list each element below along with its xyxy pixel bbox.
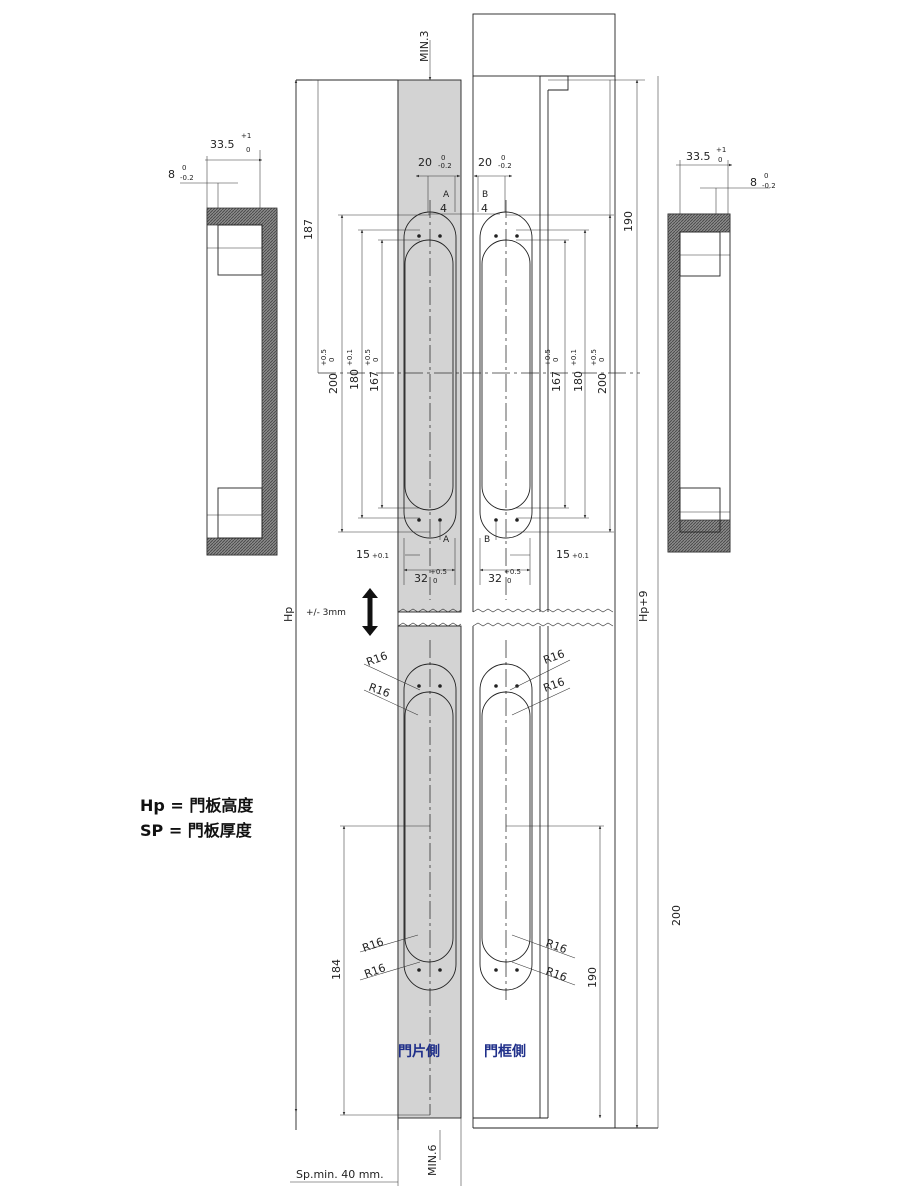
- dim-190-lower: 190: [586, 967, 599, 988]
- dim-167-right-tol-bot: 0: [552, 358, 560, 362]
- dim-200-right-tol-bot: 0: [598, 358, 606, 362]
- dim-33-5-left-tol-bot: 0: [246, 146, 250, 154]
- dim-32-left-tol-bot: 0: [433, 577, 437, 585]
- r16-lower-left-2: R16: [363, 961, 388, 981]
- dim-200-left-tol-bot: 0: [328, 358, 336, 362]
- section-b-label-top: B: [482, 190, 488, 200]
- dim-32-right-tol-top: +0.5: [504, 568, 521, 576]
- dim-32-left: 32: [414, 572, 428, 585]
- dim-8-right-tol-top: 0: [764, 172, 768, 180]
- section-view-left: [180, 150, 278, 556]
- dim-167-left-tol-bot: 0: [372, 358, 380, 362]
- center-lines: [318, 200, 640, 1115]
- dim-15-right-tol: +0.1: [572, 552, 589, 560]
- dim-8-left-tol-top: 0: [182, 164, 186, 172]
- door-slot-upper: [403, 211, 457, 539]
- section-b-label-bottom: B: [484, 535, 490, 545]
- dim-20-right: 20: [478, 156, 492, 169]
- section-a-label-top: A: [443, 190, 450, 200]
- hp9-label: Hp+9: [637, 591, 650, 622]
- dim-8-left-tol-bot: -0.2: [180, 174, 194, 182]
- dim-33-5-right-tol-top: +1: [716, 146, 726, 154]
- r16-lower-left-1: R16: [361, 935, 386, 955]
- dim-180-left: 180: [348, 369, 361, 390]
- frame-slot-upper: [479, 211, 533, 539]
- dim-8-left: 8: [168, 168, 175, 181]
- section-view-right: [667, 160, 770, 553]
- min6-label: MIN.6: [426, 1145, 439, 1176]
- adjust-label: +/- 3mm: [306, 608, 346, 618]
- dim-180-left-tol: +0.1: [346, 349, 354, 366]
- adjust-arrow-icon: [362, 588, 378, 636]
- dim-8-right-tol-bot: -0.2: [762, 182, 776, 190]
- hp-label: Hp: [282, 607, 295, 622]
- dim-33-5-left-tol-top: +1: [241, 132, 251, 140]
- labels: Hp = 門板高度 SP = 門板厚度 門片側 門框側 MIN.3 MIN.6 …: [140, 31, 683, 1181]
- dim-20-left: 20: [418, 156, 432, 169]
- dim-20-left-tol-top: 0: [441, 154, 445, 162]
- dim-200-right-label: 200: [670, 905, 683, 926]
- dim-33-5-right-tol-bot: 0: [718, 156, 722, 164]
- dim-167-left: 167: [368, 371, 381, 392]
- dim-20-right-tol-top: 0: [501, 154, 505, 162]
- section-a-label-bottom: A: [443, 535, 450, 545]
- min3-label: MIN.3: [418, 31, 431, 62]
- dim-20-left-tol-bot: -0.2: [438, 162, 452, 170]
- dim-20-right-tol-bot: -0.2: [498, 162, 512, 170]
- dim-4-left: 4: [440, 202, 447, 215]
- frame-side-label: 門框側: [484, 1043, 526, 1060]
- dimension-values: 20 0 -0.2 20 0 -0.2 4 4 33.5 +1 0 8 0 -0…: [168, 132, 776, 988]
- dim-4-right: 4: [481, 202, 488, 215]
- dim-15-left-tol: +0.1: [372, 552, 389, 560]
- legend-sp: SP = 門板厚度: [140, 821, 253, 840]
- dim-8-right: 8: [750, 176, 757, 189]
- dim-167-right: 167: [550, 371, 563, 392]
- dim-187: 187: [302, 219, 315, 240]
- dim-200-right-tol-top: +0.5: [590, 349, 598, 366]
- frame-outline: [472, 13, 658, 1129]
- dim-200-left-tol-top: +0.5: [320, 349, 328, 366]
- dim-15-left: 15: [356, 548, 370, 561]
- dim-200-right: 200: [596, 373, 609, 394]
- frame-slot-lower: [479, 663, 533, 991]
- door-side-label: 門片側: [398, 1043, 440, 1060]
- sp-min-label: Sp.min. 40 mm.: [296, 1168, 384, 1181]
- r16-upper-left-2: R16: [367, 681, 392, 701]
- dim-32-right-tol-bot: 0: [507, 577, 511, 585]
- dim-180-right-tol: +0.1: [570, 349, 578, 366]
- dim-167-right-tol-top: +0.5: [544, 349, 552, 366]
- r16-upper-left-1: R16: [365, 649, 390, 669]
- dim-200-left: 200: [327, 373, 340, 394]
- dim-32-right: 32: [488, 572, 502, 585]
- dim-33-5-left: 33.5: [210, 138, 235, 151]
- upper-dimension-lines: [312, 79, 616, 585]
- door-slot-lower: [403, 663, 457, 991]
- dim-184: 184: [330, 959, 343, 980]
- dim-167-left-tol-top: +0.5: [364, 349, 372, 366]
- dim-33-5-right: 33.5: [686, 150, 711, 163]
- door-leaf-shaded: [397, 79, 462, 1119]
- dim-15-right: 15: [556, 548, 570, 561]
- r16-upper-right-2: R16: [542, 675, 567, 695]
- dim-180-right: 180: [572, 371, 585, 392]
- legend-hp: Hp = 門板高度: [140, 796, 254, 815]
- lower-dimension-lines: [290, 40, 659, 1186]
- dim-32-left-tol-top: +0.5: [430, 568, 447, 576]
- dim-190-top: 190: [622, 211, 635, 232]
